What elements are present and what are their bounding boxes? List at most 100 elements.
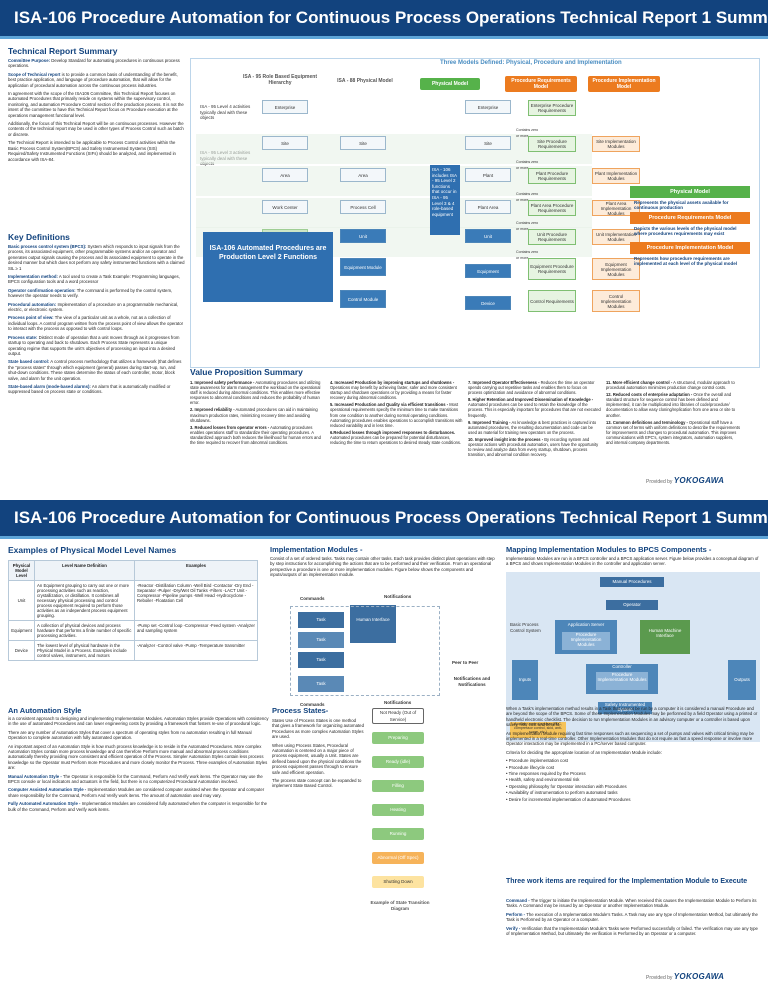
- impl-paragraph: Consist of a set of ordered tasks. Tasks…: [270, 556, 495, 578]
- location-text: When a Task's implementation method resu…: [506, 706, 760, 866]
- definition: State-based alarm (mode-based alarms): A…: [8, 384, 186, 395]
- criteria-item: • Time responses required by the Process: [506, 771, 586, 777]
- summary-paragraph-body: In agreement with the scope of the ISA10…: [8, 91, 184, 118]
- col-procedure: Procedure Requirements Model: [505, 76, 577, 92]
- value-item: 8. Higher Retention and Improved Dissemi…: [468, 397, 602, 417]
- col-header: Level Name Definition: [34, 560, 135, 581]
- inputs-box: Inputs: [512, 660, 538, 700]
- notif2-label: Notifications and Notifications: [453, 676, 491, 687]
- work-item-body: Verification that the Implementation Mod…: [506, 925, 758, 937]
- value-item: 11. More efficient change control - A st…: [606, 380, 740, 390]
- contains-label: Contains zero or more: [516, 160, 539, 170]
- work-item-body: The trigger to initiate the Implementati…: [506, 898, 757, 909]
- level-cell: Unit: [8, 580, 35, 621]
- procedure-level-box: Plant Procedure Requirements: [528, 168, 576, 184]
- implementation-level-box: Unit Implementation Modules: [592, 229, 640, 245]
- task-box: Task: [298, 676, 344, 692]
- state-box: Ready (idle): [372, 756, 424, 768]
- summary-paragraph: Committee Purpose: Develop Standard for …: [8, 58, 186, 69]
- definition-cell: The lowest level of physical hardware in…: [34, 640, 135, 661]
- auto-heading: An Automation Style: [8, 706, 82, 715]
- level-cell: Equipment: [8, 620, 35, 641]
- value-column: 1. Improved safety performance - Automat…: [190, 380, 324, 480]
- definition-body: The view of a particular unit as a whole…: [8, 315, 184, 332]
- value-column: 4. Increased Production by improving sta…: [330, 380, 464, 480]
- value-item-text: Operational staff have a common set of t…: [606, 419, 740, 446]
- criteria-item: • Health, safety and environmental risk: [506, 777, 580, 783]
- state-box: Shutting Down: [372, 876, 424, 888]
- definition: Process state: Distinct mode of operatio…: [8, 335, 186, 357]
- isa88-level-box: Unit: [340, 229, 386, 243]
- summary-paragraph-term: Committee Purpose:: [8, 58, 51, 63]
- value-item-title: 5. Increased Production and Quality via …: [330, 402, 449, 408]
- style-item-term: Manual Automation Style -: [8, 773, 62, 779]
- legend-tag: Physical Model: [630, 186, 750, 198]
- level-cell: Device: [8, 640, 35, 661]
- definition-term: Implementation method:: [8, 274, 58, 280]
- definition-body: The command is performed by the control …: [8, 287, 173, 299]
- physical-level-box: Plant: [465, 168, 511, 182]
- sis-box: Safety Instrumented System: [598, 702, 652, 714]
- definition-body: A control process methodology that utili…: [8, 359, 182, 381]
- procedure-level-box: Site Procedure Requirements: [528, 136, 576, 152]
- summary-text: Committee Purpose: Develop Standard for …: [8, 58, 186, 218]
- state-box: Heating: [372, 804, 424, 816]
- level4-note: ISA - 95 Level 4 activities typically de…: [200, 104, 251, 121]
- summary-heading: Technical Report Summary: [8, 46, 118, 56]
- legend-tag: Procedure Requirements Model: [630, 212, 750, 224]
- definition: State based control: A control process m…: [8, 359, 186, 381]
- summary-paragraph-term: Scope of Technical report: [8, 71, 61, 77]
- work-item-term: Perform -: [506, 911, 526, 917]
- provided-by-label: Provided by: [646, 479, 673, 485]
- procedure-level-box: Equipment Procedure Requirements: [528, 258, 576, 280]
- col-implementation: Procedure Implementation Model: [588, 76, 660, 92]
- criteria-item: • Procedure implementation cost: [506, 758, 568, 764]
- task-outline: [290, 606, 440, 696]
- implementation-level-box: Site Implementation Modules: [592, 136, 640, 152]
- legend-text: Represents how procedure requirements ar…: [634, 256, 738, 266]
- role-level-box: Work Center: [262, 200, 308, 214]
- criteria-item: • Procedure lifecycle cost: [506, 764, 555, 770]
- operator-box: Operator: [606, 600, 658, 610]
- phys-heading: Examples of Physical Model Level Names: [8, 545, 177, 555]
- value-item: 3. Reduced losses from operator errors -…: [190, 425, 324, 445]
- definition-term: Operator confirmation operation:: [8, 287, 76, 293]
- commands-label: Commands: [300, 596, 325, 601]
- mapping-heading: Mapping Implementation Modules to BPCS C…: [506, 545, 712, 554]
- value-item: 5. Increased Production and Quality via …: [330, 402, 464, 427]
- summary-paragraph: Scope of Technical report is to provide …: [8, 72, 186, 88]
- col-header: Examples: [134, 560, 258, 581]
- states-caption: Example of State Transition Diagram: [370, 900, 430, 911]
- isa88-level-box: Control Module: [340, 290, 386, 308]
- definition-cell: An Equipment grouping to carry out one o…: [34, 580, 135, 621]
- location-paragraph: When a Task's implementation method resu…: [506, 706, 758, 728]
- physical-level-box: Equipment: [465, 264, 511, 278]
- outputs-box: Outputs: [728, 660, 756, 700]
- value-item-title: 10. Improved insight into the process -: [468, 436, 544, 442]
- task-box: Task: [298, 652, 344, 668]
- summary-paragraph-body: is to provide a common basis of understa…: [8, 71, 178, 88]
- state-box: Running: [372, 828, 424, 840]
- definition: Operator confirmation operation: The com…: [8, 288, 186, 299]
- procedure-modules-app-box: Procedure Implementation Modules: [562, 632, 610, 650]
- physical-level-box: Plant Area: [465, 200, 511, 214]
- diagram-title: Three Models Defined: Physical, Procedur…: [440, 60, 622, 66]
- state-box: Abnormal (Off Spec): [372, 852, 424, 864]
- notifications-label: Notifications: [384, 594, 412, 599]
- definition-body: A tool used to create a Task Example: Pr…: [8, 274, 180, 285]
- poster-2-title: ISA-106 Procedure Automation for Continu…: [0, 500, 768, 536]
- implementation-level-box: Plant Implementation Modules: [592, 168, 640, 184]
- value-item: 1. Improved safety performance - Automat…: [190, 380, 324, 405]
- impl-text: Consist of a set of ordered tasks. Tasks…: [270, 556, 500, 582]
- value-item-title: 9. Improved Training -: [468, 419, 511, 425]
- state-box: Preparing: [372, 732, 424, 744]
- peer-label: Peer to Peer: [452, 660, 479, 665]
- process-states-text: States Use of Process States is one meth…: [272, 718, 364, 878]
- value-item: 4. Increased Production by improving sta…: [330, 380, 464, 400]
- value-item-title: 1. Improved safety performance -: [190, 380, 255, 385]
- value-item-title: 11. More efficient change control -: [606, 380, 673, 385]
- style-item: Fully Automated Automation Style - Imple…: [8, 801, 270, 812]
